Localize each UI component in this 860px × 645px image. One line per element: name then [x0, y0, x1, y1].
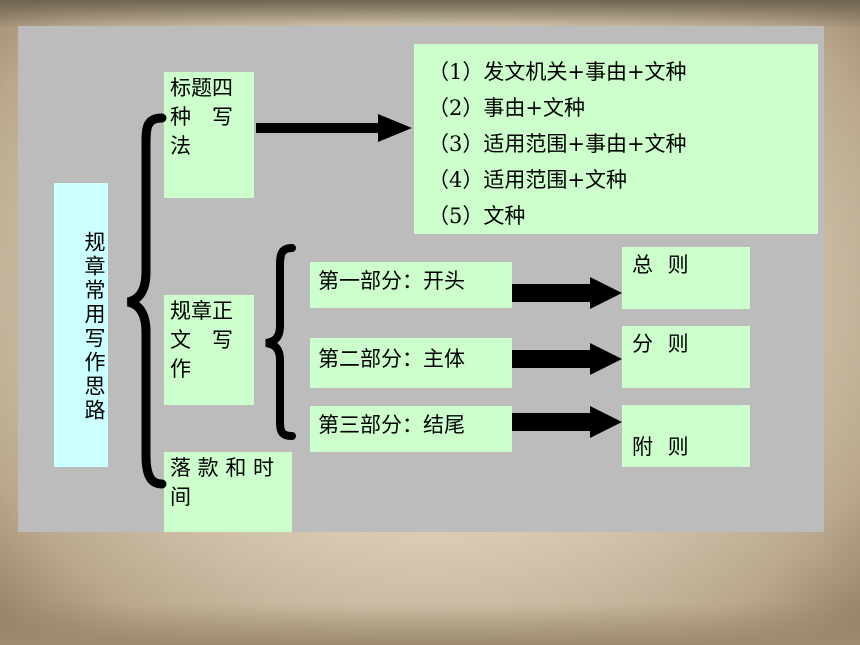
branch-signature-line-1: 落 款 和 时: [170, 456, 275, 480]
branch-signature-node: 落 款 和 时 间: [164, 452, 292, 532]
arrow-part1-to-result1: [512, 277, 622, 309]
branch-body-line-1: 规章正: [170, 299, 233, 323]
arrow-part2-to-result2: [512, 343, 622, 375]
body-brace: [265, 244, 296, 440]
result-label: 分 则: [632, 332, 693, 356]
title-method-item: （3）适用范围+事由+文种: [428, 132, 687, 156]
body-part-node-3: 第三部分：结尾: [310, 406, 512, 452]
arrow-part3-to-result3: [512, 406, 622, 438]
title-method-item: （5）文种: [428, 204, 526, 228]
branch-title-line-1: 标题四: [170, 76, 233, 100]
root-label: 规章常用写作思路: [82, 231, 106, 423]
branch-body-line-2: 文 写: [170, 328, 233, 352]
result-label: 总 则: [632, 253, 693, 277]
branch-body-node: 规章正 文 写 作: [164, 295, 254, 405]
title-method-item: （4）适用范围+文种: [428, 168, 627, 192]
result-node-2: 分 则: [622, 326, 750, 388]
root-node: 规章常用写作思路: [54, 183, 108, 467]
branch-signature-line-2: 间: [170, 485, 191, 509]
body-part-node-1: 第一部分：开头: [310, 262, 512, 308]
branch-body-line-3: 作: [170, 357, 191, 381]
branch-title-node: 标题四 种 写 法: [164, 72, 254, 198]
title-method-item: （2）事由+文种: [428, 96, 585, 120]
arrow-title-to-methods: [256, 114, 412, 142]
branch-title-line-3: 法: [170, 134, 191, 158]
body-part-label: 第三部分：结尾: [318, 413, 465, 437]
title-methods-box: （1）发文机关+事由+文种 （2）事由+文种 （3）适用范围+事由+文种 （4）…: [414, 44, 818, 234]
title-method-item: （1）发文机关+事由+文种: [428, 60, 687, 84]
body-part-label: 第一部分：开头: [318, 269, 465, 293]
main-brace: [126, 113, 167, 489]
result-node-3: 附 则: [622, 405, 750, 467]
branch-title-line-2: 种 写: [170, 105, 233, 129]
result-label: 附 则: [632, 435, 693, 459]
body-part-label: 第二部分：主体: [318, 347, 465, 371]
body-part-node-2: 第二部分：主体: [310, 338, 512, 388]
result-node-1: 总 则: [622, 247, 750, 309]
